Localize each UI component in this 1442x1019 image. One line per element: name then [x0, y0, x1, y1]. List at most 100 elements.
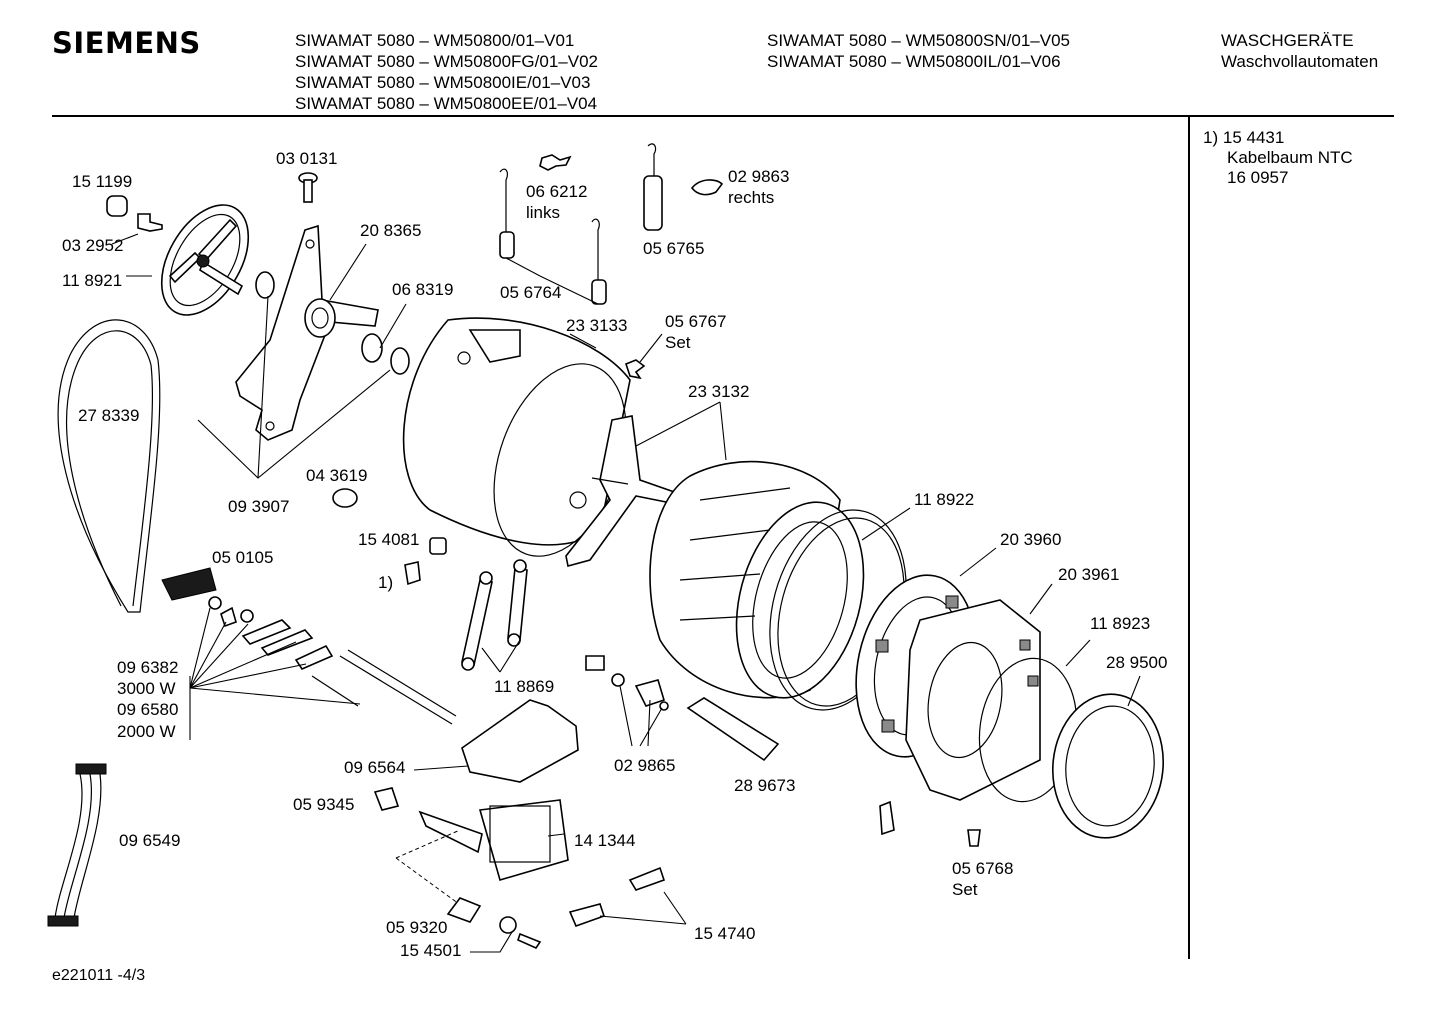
bushing: [106, 195, 128, 217]
part-label: Set: [952, 880, 978, 899]
drum-cross: [565, 415, 682, 567]
pulley-screw: [137, 213, 163, 232]
door-seal-ring: [1051, 693, 1165, 839]
shock-absorber-right: [507, 559, 528, 647]
pulley-wheel: [160, 204, 250, 316]
part-label: rechts: [728, 188, 774, 207]
hinge-clip: [690, 179, 724, 196]
model-line: SIWAMAT 5080 – WM50800IE/01–V03: [295, 73, 591, 92]
damper-pin: [446, 897, 482, 923]
washer-154501: [499, 916, 517, 934]
drain-screw: [585, 655, 605, 671]
part-label: 02 9865: [614, 756, 675, 775]
part-label: 28 9500: [1106, 653, 1167, 672]
tension-spring-large: [643, 143, 663, 231]
clamp: [879, 800, 895, 836]
part-label: 06 8319: [392, 280, 453, 299]
drawing-code: e221011 -4/3: [52, 967, 146, 984]
part-label: 09 6580: [117, 700, 178, 719]
brand-logo: SIEMENS: [52, 26, 201, 60]
spring-clip: [539, 154, 572, 171]
part-label: 15 4501: [400, 941, 461, 960]
mounting-plate-2: [260, 629, 314, 656]
footnote-line: 15 4431: [1222, 128, 1285, 147]
inner-drum: [649, 460, 865, 699]
leader-lines: [111, 233, 1141, 953]
tension-spring-right: [591, 218, 607, 305]
sensor-connector: [404, 561, 421, 586]
bracket-plate: [294, 644, 334, 670]
model-line: SIWAMAT 5080 – WM50800/01–V01: [295, 31, 575, 50]
part-label: 05 6765: [643, 239, 704, 258]
part-label: 09 6382: [117, 658, 178, 677]
carbon-brush-1: [568, 903, 606, 928]
part-labels: 03 0131 15 1199 03 2952 11 8921 20 8365 …: [62, 149, 1167, 960]
carbon-brush-2: [628, 866, 666, 891]
screw-056768: [967, 829, 981, 847]
part-label: links: [526, 203, 560, 222]
connector-block: [161, 567, 217, 601]
part-label: 05 6767: [665, 312, 726, 331]
header-divider: [52, 115, 1394, 117]
part-label: 15 1199: [72, 172, 132, 191]
footnote-marker: 1): [1203, 128, 1219, 147]
part-label: 05 0105: [212, 548, 273, 567]
model-line: SIWAMAT 5080 – WM50800EE/01–V04: [295, 94, 598, 113]
part-label: 20 8365: [360, 221, 421, 240]
ntc-sensor: [429, 537, 447, 555]
nut: [240, 609, 254, 623]
bearing-large: [361, 333, 383, 363]
motor-dash-lines: [395, 829, 471, 913]
bearing-bracket: [235, 224, 379, 441]
category-line: Waschvollautomaten: [1221, 52, 1379, 71]
model-line: SIWAMAT 5080 – WM50800SN/01–V05: [767, 31, 1071, 50]
part-label: 05 6768: [952, 859, 1013, 878]
part-label: 11 8921: [62, 271, 122, 290]
category-line: WASCHGERÄTE: [1221, 31, 1354, 50]
part-label: 04 3619: [306, 466, 367, 485]
washer: [208, 596, 222, 610]
part-label: 23 3132: [688, 382, 749, 401]
part-label: 23 3133: [566, 316, 627, 335]
part-label: 03 0131: [276, 149, 337, 168]
shock-absorber-left: [461, 571, 493, 671]
part-label: 05 9345: [293, 795, 354, 814]
part-label: 11 8869: [494, 677, 554, 696]
footnote-line: 16 0957: [1227, 168, 1289, 187]
wiring-harness: [47, 763, 107, 927]
mounting-plate: [241, 619, 292, 645]
bolt: [298, 172, 318, 203]
drain-bracket: [634, 679, 665, 707]
footnote-line: Kabelbaum NTC: [1227, 148, 1353, 167]
part-label: 15 4081: [358, 530, 419, 549]
model-line: SIWAMAT 5080 – WM50800FG/01–V02: [295, 52, 598, 71]
part-label: 06 6212: [526, 182, 587, 201]
part-label: 09 6549: [119, 831, 180, 850]
screw-154501: [517, 932, 542, 950]
model-list-right: SIWAMAT 5080 – WM50800SN/01–V05 SIWAMAT …: [767, 30, 1070, 72]
shaft-seal: [390, 347, 410, 375]
appliance-category: WASCHGERÄTE Waschvollautomaten: [1221, 30, 1378, 72]
sealant-tube: [686, 697, 780, 762]
part-label: Set: [665, 333, 691, 352]
part-label: 15 4740: [694, 924, 755, 943]
part-label: 03 2952: [62, 236, 123, 255]
screw-059345: [373, 787, 400, 811]
retainer-clip: [625, 359, 646, 380]
part-label: 09 3907: [228, 497, 289, 516]
cover-plate: [461, 699, 579, 783]
part-label: 11 8923: [1090, 614, 1150, 633]
part-label: 1): [378, 573, 393, 592]
heating-element-upper: [339, 649, 457, 725]
part-label: 05 9320: [386, 918, 447, 937]
part-label: 3000 W: [117, 679, 176, 698]
side-column-divider: [1188, 117, 1190, 959]
motor: [418, 799, 569, 881]
model-list-left: SIWAMAT 5080 – WM50800/01–V01 SIWAMAT 50…: [295, 30, 598, 114]
tension-spring-left: [499, 168, 515, 259]
part-label: 11 8922: [914, 490, 974, 509]
part-label: 20 3960: [1000, 530, 1061, 549]
part-label: 28 9673: [734, 776, 795, 795]
tub-front-panel: [905, 599, 1041, 801]
